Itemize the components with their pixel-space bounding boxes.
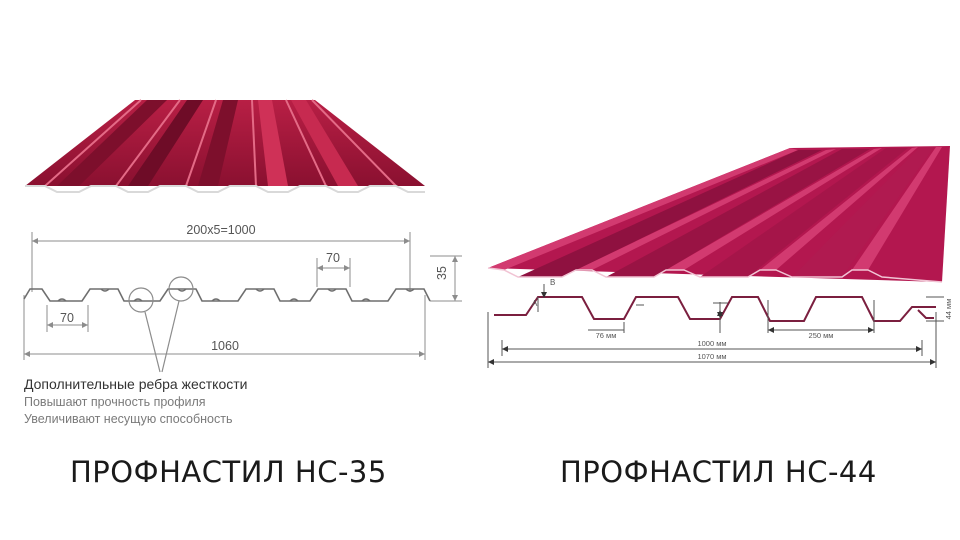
hc35-profile (23, 288, 431, 302)
hc35-rib-top-label: 70 (326, 251, 340, 265)
panel-hc35: 200x5=1000 70 70 1060 35 Дополнительные … (23, 99, 462, 489)
hc44-useful-width-label: 1000 мм (697, 339, 726, 348)
hc35-title: ПРОФНАСТИЛ НС-35 (70, 455, 387, 489)
stiffener-note-1: Повышают прочность профиля (24, 395, 206, 409)
hc35-top-span-label: 200x5=1000 (186, 223, 255, 237)
hc44-top-rib-label: 250 мм (809, 331, 834, 340)
hc44-dimensions (487, 284, 944, 368)
hc44-profile (494, 296, 936, 322)
hc35-rib-bottom-label: 70 (60, 311, 74, 325)
hc44-profile-end (917, 309, 934, 319)
hc44-title: ПРОФНАСТИЛ НС-44 (560, 455, 877, 489)
panel-hc44: B A 76 мм 250 мм 1000 мм 1070 мм 44 мм П… (480, 0, 960, 540)
hc44-arrows (488, 292, 936, 365)
hc35-stiffeners (57, 288, 415, 302)
hc35-total-width-label: 1060 (211, 339, 239, 353)
hc35-sheet (25, 99, 425, 193)
hc44-drawing: B A 76 мм 250 мм 1000 мм 1070 мм 44 мм (487, 146, 953, 368)
hc44-bottom-rib-label: 76 мм (596, 331, 617, 340)
stiffener-note-2: Увеличивают несущую способность (24, 412, 233, 426)
hc35-callouts (128, 276, 194, 373)
hc35-height-label: 35 (435, 266, 449, 280)
hc35-drawing: 200x5=1000 70 70 1060 35 (23, 99, 462, 373)
hc44-label-a: A (532, 299, 538, 308)
hc35-dimensions (23, 232, 462, 360)
stiffener-heading: Дополнительные ребра жесткости (24, 376, 248, 392)
hc44-label-b: B (550, 278, 555, 287)
hc44-sheet (487, 146, 950, 283)
hc44-height-label: 44 мм (944, 299, 953, 320)
hc44-total-width-label: 1070 мм (697, 352, 726, 361)
hc35-arrows (24, 238, 458, 357)
